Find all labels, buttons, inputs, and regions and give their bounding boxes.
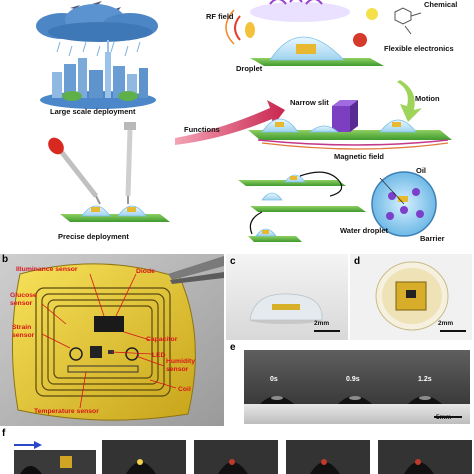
blue-direction-arrow	[14, 441, 42, 449]
label-diode: Diode	[136, 268, 155, 275]
droplet-top-photo	[350, 254, 472, 340]
panel-letter-d: d	[354, 256, 361, 267]
motion-sequence-photo	[244, 350, 470, 424]
narrow-slit-illustration	[248, 100, 452, 150]
label-flexible-electronics: Flexible electronics	[384, 44, 454, 53]
city-skyline-icon	[40, 40, 156, 109]
label-rf-field: RF field	[206, 12, 234, 21]
rf-droplet-illustration	[225, 0, 422, 66]
panel-f-frames	[14, 440, 472, 474]
label-humidity-sensor: Humidity sensor	[166, 358, 196, 373]
label-oil: Oil	[416, 166, 427, 175]
cloud-icon	[36, 4, 158, 42]
time-label-1: 0.9s	[346, 376, 360, 383]
oil-droplet-illustration	[371, 171, 437, 237]
panel-a: RF field Chemical Droplet Flexible elect…	[36, 0, 458, 243]
panel-letter-e: e	[230, 342, 236, 353]
functions-arrow	[175, 100, 285, 145]
label-magnetic-field: Magnetic field	[334, 152, 385, 161]
label-droplet: Droplet	[236, 64, 263, 73]
label-narrow-slit: Narrow slit	[290, 98, 329, 107]
panel-b: b Illuminance sensor Diode Glucose senso…	[0, 254, 224, 426]
label-capacitor: Capacitor	[146, 336, 178, 343]
panel-letter-b: b	[2, 254, 9, 265]
label-coil: Coil	[178, 386, 191, 393]
label-large-scale-deployment: Large scale deployment	[50, 107, 136, 116]
label-strain-sensor: Strain sensor	[12, 324, 35, 339]
scale-bar-c: 2mm	[314, 320, 330, 327]
label-water-droplet: Water droplet	[340, 226, 389, 235]
panel-e: e 0s 0.9s 1.2s 5mm	[226, 342, 472, 426]
time-label-2: 1.2s	[418, 376, 432, 383]
panel-a-illustration	[36, 0, 452, 242]
rain-drops	[56, 41, 141, 57]
time-label-0: 0s	[270, 376, 278, 383]
pipette-illustration	[48, 122, 170, 222]
scale-bar-e: 5mm	[436, 414, 452, 421]
motion-arrow	[397, 80, 422, 122]
label-motion: Motion	[415, 94, 440, 103]
panel-letter-f: f	[2, 428, 6, 439]
label-illuminance-sensor: Illuminance sensor	[16, 266, 78, 273]
label-temperature-sensor: Temperature sensor	[34, 408, 99, 415]
label-barrier: Barrier	[420, 234, 445, 243]
droplet-side-photo	[226, 254, 348, 340]
sensor-patch-photo	[0, 254, 224, 426]
panel-d: d 2mm	[350, 254, 472, 340]
panel-letter-c: c	[230, 256, 236, 267]
panel-c: c 2mm	[226, 254, 348, 340]
label-precise-deployment: Precise deployment	[58, 232, 129, 241]
label-functions: Functions	[184, 125, 220, 134]
label-chemical: Chemical	[424, 0, 458, 9]
label-glucose-sensor: Glucose sensor	[10, 292, 37, 307]
label-led: LED	[152, 352, 166, 359]
magnetic-motion-illustration	[238, 171, 366, 242]
panel-f: f	[0, 428, 474, 474]
scale-bar-d: 2mm	[438, 320, 454, 327]
